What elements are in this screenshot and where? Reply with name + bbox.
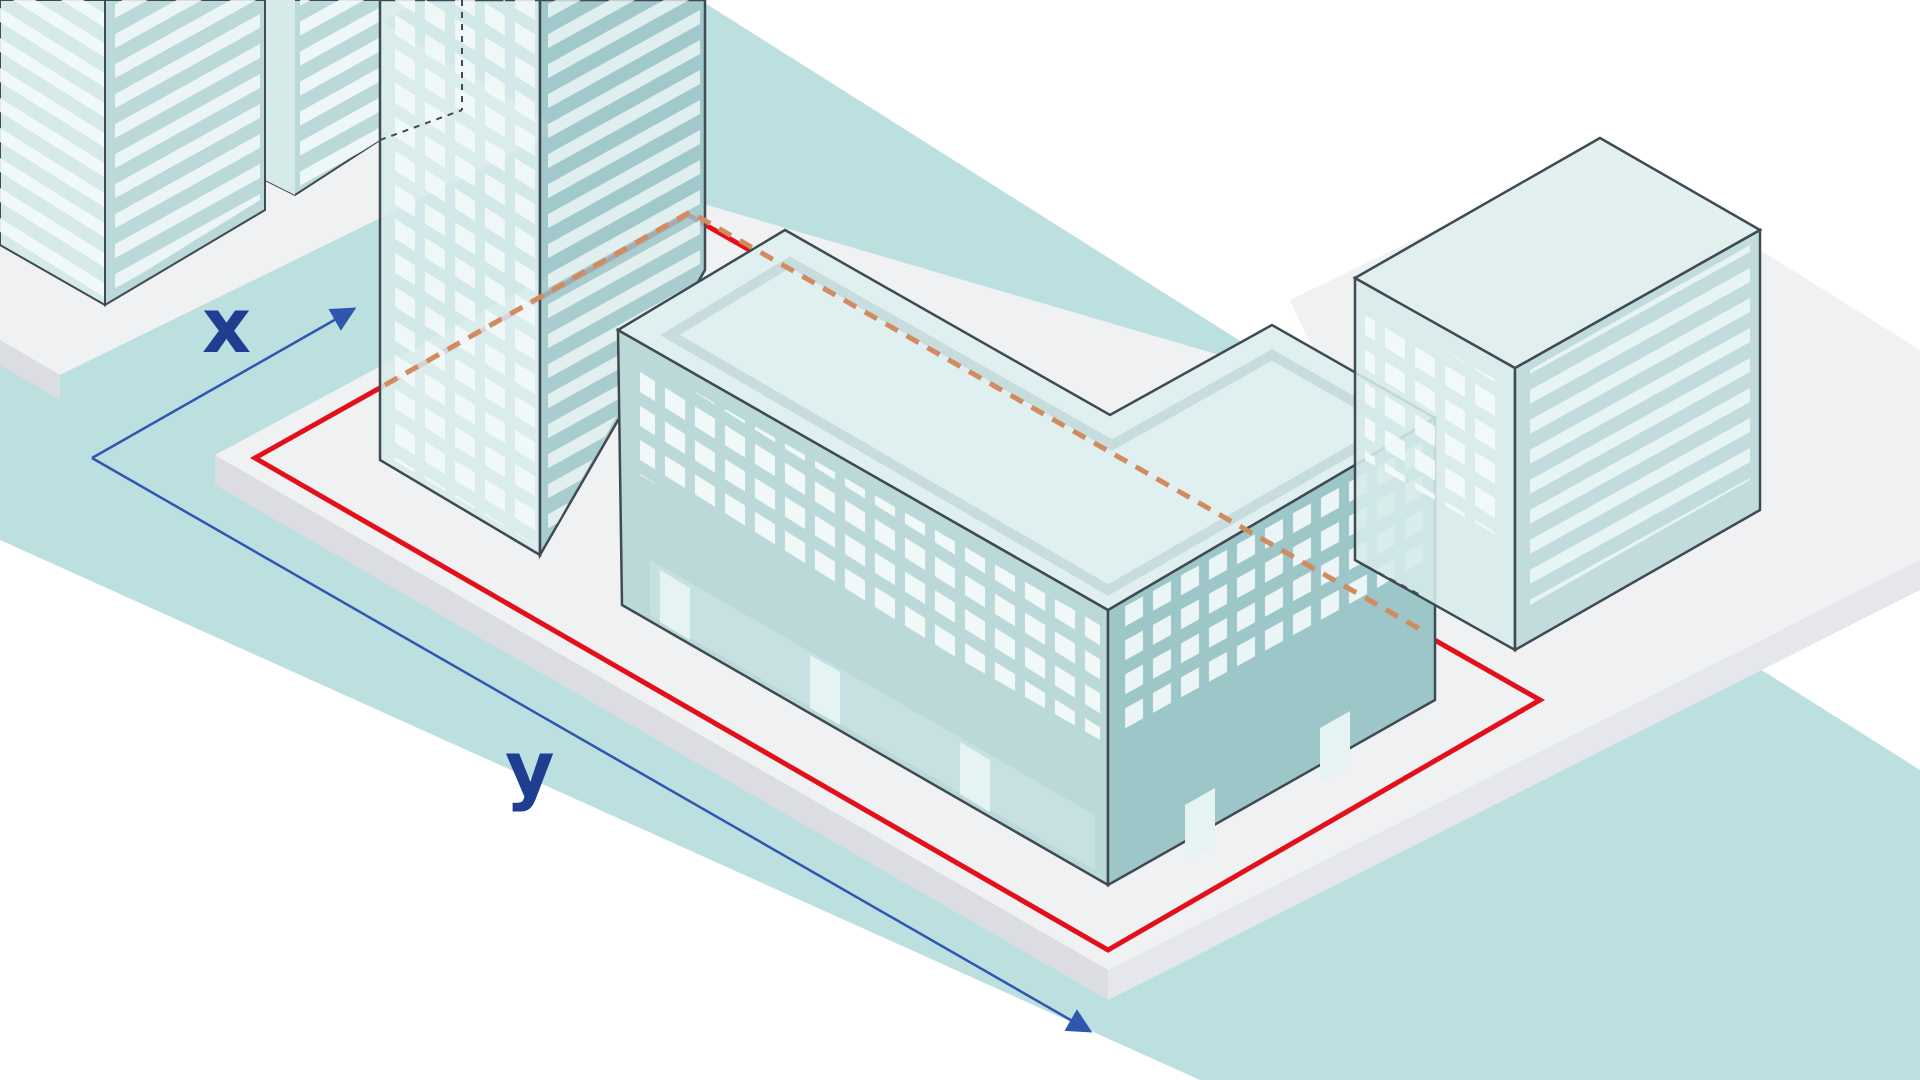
right-building-roof	[1352, 136, 1763, 370]
background-tower-far	[264, 0, 381, 197]
tall-tower	[378, 0, 707, 560]
l-shaped-building	[615, 228, 1438, 888]
setback-line	[383, 209, 1427, 635]
y-axis-label: y	[505, 724, 555, 813]
x-axis-arrow	[91, 307, 357, 460]
x-axis-label: x	[202, 281, 251, 370]
plot-platform-edge-right	[1108, 560, 1920, 1000]
right-building	[1352, 136, 1763, 653]
background-tower-near	[0, 0, 266, 307]
plot-platform-edge-left	[215, 455, 1108, 1000]
y-axis-arrow	[91, 456, 1093, 1033]
ground-floor-doors	[660, 570, 1350, 862]
left-block-sidewalk-edge	[0, 340, 60, 400]
